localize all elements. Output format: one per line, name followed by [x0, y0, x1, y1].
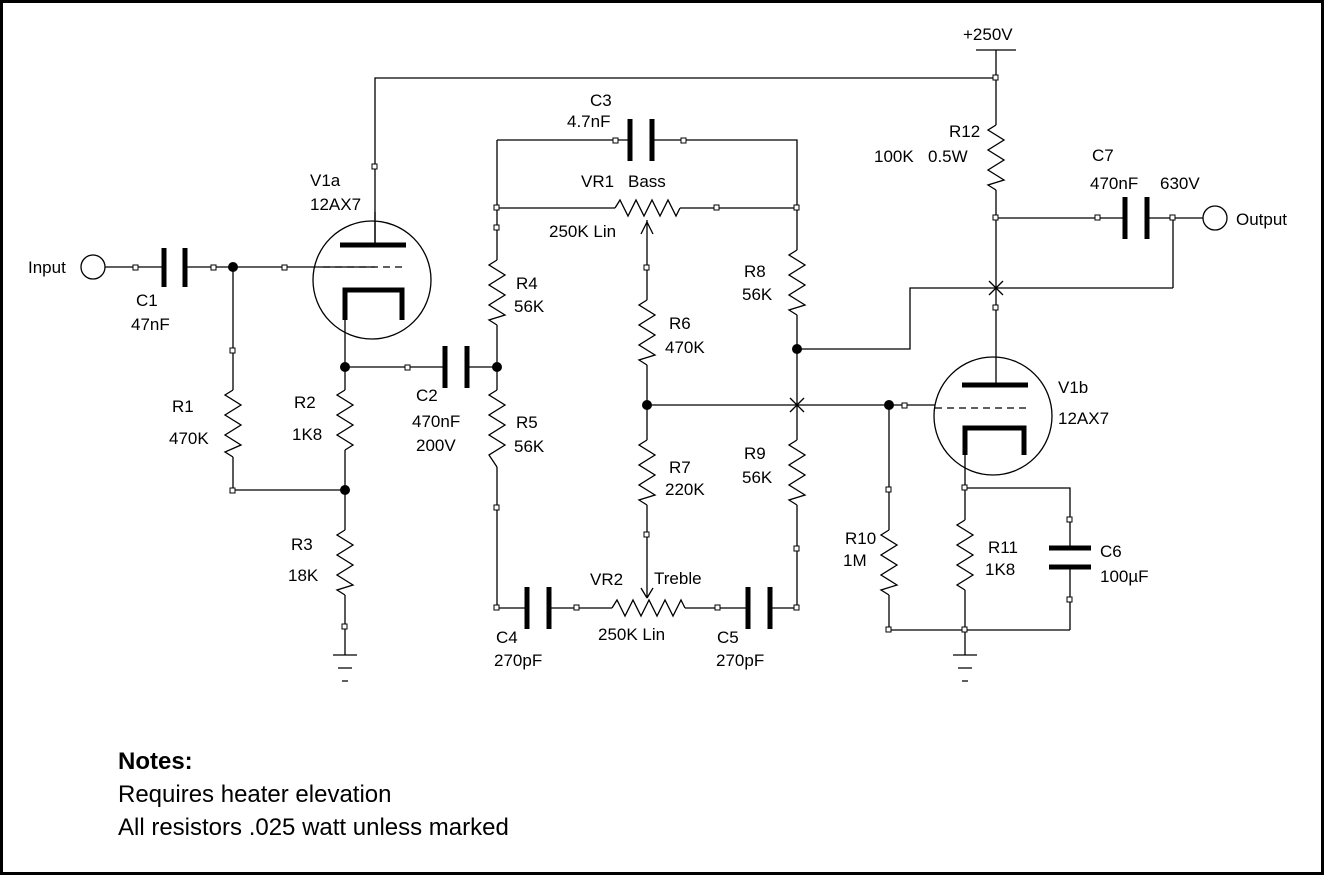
- r9-ref: R9: [744, 444, 766, 463]
- supply-label: +250V: [963, 25, 1013, 44]
- wire-crossings: [789, 280, 1004, 413]
- vr2-symbol: [611, 598, 686, 618]
- pin-markers: [132, 74, 1176, 633]
- vr2-wiper-arrow: [640, 587, 654, 599]
- c4-ref: C4: [496, 628, 518, 647]
- input-label: Input: [28, 258, 66, 277]
- r9-symbol: [787, 439, 807, 506]
- c6-ref: C6: [1100, 542, 1122, 561]
- v1a-ref: V1a: [310, 171, 341, 190]
- notes-block: Notes: Requires heater elevation All res…: [118, 748, 509, 841]
- r5-ref: R5: [516, 413, 538, 432]
- r3-symbol: [335, 529, 355, 596]
- r3-ref: R3: [291, 535, 313, 554]
- r2-symbol: [335, 389, 355, 451]
- c6-symbol: [1049, 545, 1091, 570]
- r6-value: 470K: [665, 338, 705, 357]
- tube-v1a-symbol: [312, 212, 432, 340]
- r2-value: 1K8: [292, 425, 322, 444]
- r10-value: 1M: [843, 551, 867, 570]
- c5-value: 270pF: [716, 651, 764, 670]
- r4-symbol: [487, 259, 507, 326]
- r5-value: 56K: [514, 437, 545, 456]
- c4-value: 270pF: [494, 651, 542, 670]
- labels: +250V Input Output V1a 12AX7 V1b 12AX7 C…: [28, 25, 1287, 670]
- r7-value: 220K: [665, 480, 705, 499]
- c7-rating: 630V: [1160, 174, 1200, 193]
- vr1-value: 250K Lin: [549, 222, 616, 241]
- r6-symbol: [637, 299, 657, 366]
- c5-ref: C5: [717, 628, 739, 647]
- r12-symbol: [986, 124, 1006, 191]
- c2-symbol: [442, 346, 470, 388]
- junction-dots: [228, 262, 894, 495]
- c1-symbol: [161, 248, 188, 287]
- resistors: [223, 124, 1006, 618]
- c5-symbol: [745, 587, 773, 629]
- r5-symbol: [487, 389, 507, 468]
- c6-value: 100µF: [1100, 567, 1149, 586]
- vr2-value: 250K Lin: [598, 625, 665, 644]
- notes-line-2: All resistors .025 watt unless marked: [118, 814, 509, 841]
- output-label: Output: [1236, 210, 1287, 229]
- r12-rating: 0.5W: [928, 147, 968, 166]
- vr1-name: Bass: [628, 172, 666, 191]
- input-terminal-icon: [80, 254, 106, 280]
- notes-line-1: Requires heater elevation: [118, 781, 392, 808]
- r7-ref: R7: [669, 458, 691, 477]
- v1a-type: 12AX7: [310, 195, 361, 214]
- vr1-wiper-arrow: [640, 221, 654, 235]
- c3-ref: C3: [590, 91, 612, 110]
- ground-v1a-icon: [333, 654, 357, 682]
- c1-ref: C1: [136, 291, 158, 310]
- vr1-ref: VR1: [581, 172, 614, 191]
- r9-value: 56K: [742, 468, 773, 487]
- c4-symbol: [524, 587, 552, 629]
- notes-title: Notes:: [118, 748, 193, 775]
- c7-ref: C7: [1092, 146, 1114, 165]
- c7-value: 470nF: [1090, 174, 1138, 193]
- r8-ref: R8: [744, 262, 766, 281]
- r10-ref: R10: [845, 529, 876, 548]
- r4-value: 56K: [514, 297, 545, 316]
- r4-ref: R4: [516, 274, 538, 293]
- c2-ref: C2: [416, 386, 438, 405]
- r11-symbol: [955, 519, 975, 591]
- tube-v1b-symbol: [933, 350, 1053, 476]
- r10-symbol: [879, 529, 899, 596]
- v1b-ref: V1b: [1058, 378, 1088, 397]
- r6-ref: R6: [669, 314, 691, 333]
- v1b-type: 12AX7: [1058, 409, 1109, 428]
- r1-value: 470K: [169, 429, 209, 448]
- c2-value: 470nF: [412, 412, 460, 431]
- c1-value: 47nF: [131, 315, 170, 334]
- vr1-symbol: [614, 198, 681, 218]
- r11-value: 1K8: [985, 560, 1015, 579]
- r8-value: 56K: [742, 285, 773, 304]
- c2-rating: 200V: [416, 436, 456, 455]
- output-terminal-icon: [1202, 205, 1228, 231]
- r8-symbol: [787, 249, 807, 316]
- r2-ref: R2: [294, 393, 316, 412]
- c3-value: 4.7nF: [567, 112, 610, 131]
- r3-value: 18K: [288, 566, 319, 585]
- r1-symbol: [223, 389, 243, 458]
- vr2-ref: VR2: [590, 570, 623, 589]
- c7-symbol: [1122, 197, 1150, 239]
- vr2-name: Treble: [654, 569, 702, 588]
- r7-symbol: [637, 439, 657, 506]
- r12-ref: R12: [949, 122, 980, 141]
- ground-v1b-icon: [953, 654, 977, 682]
- r12-value: 100K: [874, 147, 914, 166]
- r11-ref: R11: [988, 538, 1018, 557]
- capacitors: [161, 119, 1150, 629]
- c3-symbol: [627, 119, 655, 161]
- r1-ref: R1: [172, 397, 194, 416]
